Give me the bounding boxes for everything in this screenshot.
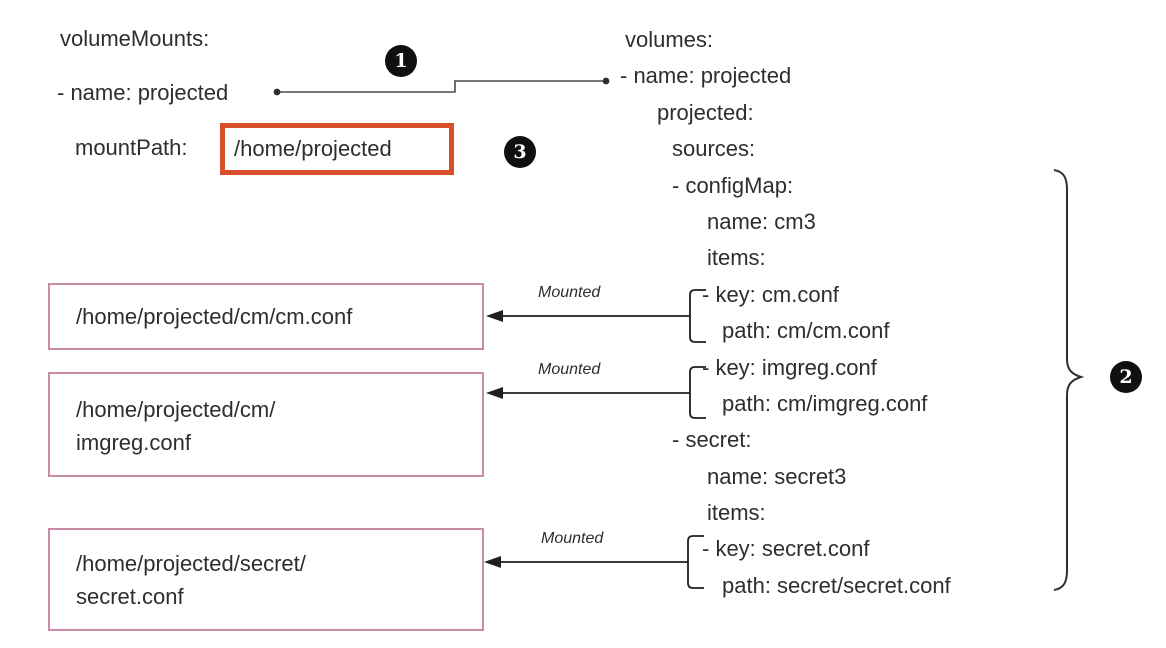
yaml-line: items: bbox=[707, 245, 766, 271]
mounted-path-text: /home/projected/cm/ bbox=[76, 397, 276, 422]
right-yaml-block: volumes: - name: projected projected: so… bbox=[610, 22, 951, 604]
yaml-line: - key: secret.conf bbox=[702, 536, 870, 562]
yaml-line: name: secret3 bbox=[707, 463, 847, 489]
mounted-path-box-cm-conf: /home/projected/cm/cm.conf bbox=[48, 283, 484, 350]
mounted-label: Mounted bbox=[538, 361, 601, 378]
badge-2-icon: 2 bbox=[1110, 361, 1142, 393]
badge-1-icon: 1 bbox=[385, 45, 417, 77]
left-yaml-volume-name: - name: projected bbox=[57, 80, 229, 105]
group-curly-brace-icon bbox=[1053, 169, 1085, 591]
mount-path-highlight-box: /home/projected bbox=[220, 123, 454, 175]
yaml-line: - name: projected bbox=[620, 63, 792, 89]
yaml-line: sources: bbox=[672, 136, 756, 162]
name-connector-line bbox=[277, 80, 606, 93]
mounted-label: Mounted bbox=[541, 530, 604, 547]
yaml-line: path: secret/secret.conf bbox=[722, 572, 951, 598]
yaml-line: - key: cm.conf bbox=[702, 281, 839, 307]
yaml-line: - key: imgreg.conf bbox=[702, 354, 877, 380]
connector-dot-left bbox=[273, 88, 281, 96]
connector-dot-right bbox=[602, 77, 610, 85]
mounted-label: Mounted bbox=[538, 284, 601, 301]
yaml-line: projected: bbox=[657, 99, 754, 125]
yaml-line: path: cm/cm.conf bbox=[722, 318, 890, 344]
badge-3-icon: 3 bbox=[504, 136, 536, 168]
left-yaml-volumemounts: volumeMounts: bbox=[60, 26, 210, 51]
arrowhead-2-icon bbox=[486, 387, 503, 399]
yaml-line: volumes: bbox=[625, 27, 714, 52]
arrowhead-3-icon bbox=[484, 556, 501, 568]
mount-path-value: /home/projected bbox=[234, 136, 392, 161]
yaml-line: name: cm3 bbox=[707, 208, 816, 234]
mounted-path-text: /home/projected/secret/ bbox=[76, 551, 306, 576]
mounted-path-text: imgreg.conf bbox=[76, 430, 191, 455]
left-yaml-mountpath-key: mountPath: bbox=[75, 135, 188, 160]
arrowhead-1-icon bbox=[486, 310, 503, 322]
yaml-line: items: bbox=[707, 500, 766, 526]
mounted-path-text: /home/projected/cm/cm.conf bbox=[76, 303, 353, 329]
mounted-path-box-imgreg-conf: /home/projected/cm/ imgreg.conf bbox=[48, 372, 484, 477]
mounted-path-box-secret-conf: /home/projected/secret/ secret.conf bbox=[48, 528, 484, 631]
yaml-line: - configMap: bbox=[672, 172, 794, 198]
yaml-line: path: cm/imgreg.conf bbox=[722, 390, 928, 416]
yaml-line: - secret: bbox=[672, 427, 752, 453]
mounted-path-text: secret.conf bbox=[76, 584, 184, 609]
